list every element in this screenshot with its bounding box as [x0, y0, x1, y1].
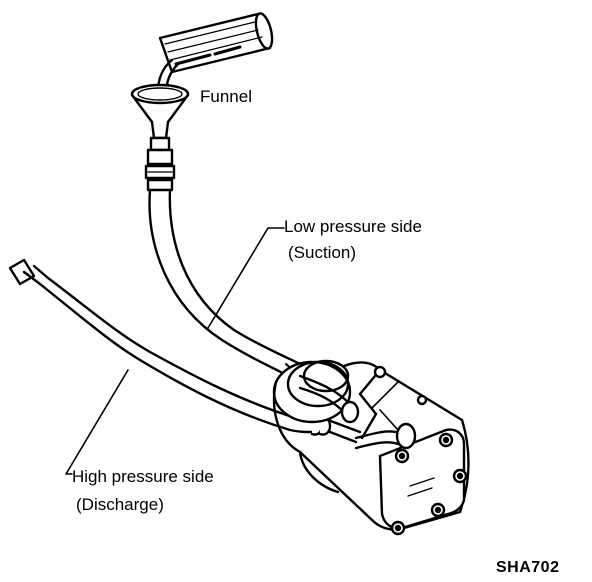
high-pressure-side-label: High pressure side	[72, 467, 214, 486]
service-valve-tubes	[298, 374, 417, 450]
funnel	[130, 83, 190, 152]
leader-lines	[65, 227, 285, 475]
beaker	[158, 12, 274, 74]
compressor	[272, 359, 470, 536]
hose-fitting	[144, 148, 176, 192]
suction-label: (Suction)	[288, 243, 357, 262]
discharge-label: (Discharge)	[76, 495, 164, 514]
low-pressure-side-label: Low pressure side	[284, 217, 422, 236]
low-pressure-hose	[148, 188, 305, 381]
low-pressure-leader-line	[207, 227, 285, 329]
figure-code: SHA702	[496, 559, 560, 576]
high-pressure-leader-line	[65, 369, 129, 475]
funnel-label: Funnel	[200, 87, 252, 106]
